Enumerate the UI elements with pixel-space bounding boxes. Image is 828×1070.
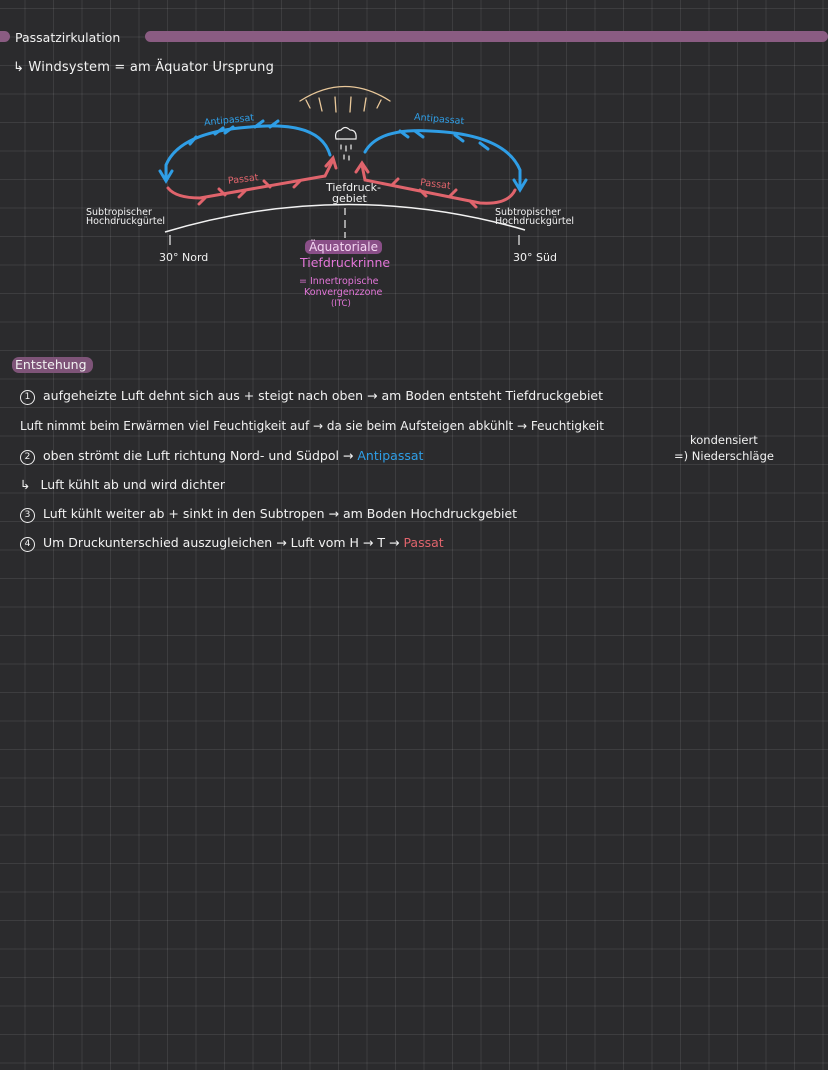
subtropisch-left-1: Subtropischer	[86, 207, 152, 218]
tiefdruck-label-1: Tiefdruck-	[326, 181, 381, 194]
step-text: Luft kühlt weiter ab + sinkt in den Subt…	[43, 506, 518, 521]
step-1: 1 aufgeheizte Luft dehnt sich aus + steig…	[20, 389, 603, 405]
sub-arrow-icon: ↳	[20, 477, 31, 492]
subtropisch-left-2: Hochdruckgürtel	[86, 216, 166, 227]
step-3: 3 Luft kühlt weiter ab + sinkt in den Sub…	[20, 507, 517, 523]
antipassat-right-arrow	[363, 129, 528, 193]
passat-left-arrow	[166, 154, 338, 206]
passat-diagram	[158, 85, 528, 245]
step-number: 4	[20, 537, 35, 552]
page-title: Passatzirkulation	[15, 30, 121, 45]
step-number: 2	[20, 450, 35, 465]
subtropisch-right-2: Hochdruckgürtel	[495, 216, 575, 227]
subtropisch-right-1: Subtropischer	[495, 207, 561, 218]
earth-surface	[164, 203, 526, 233]
itc-desc-1: = Innertropische	[299, 276, 379, 287]
step-text: aufgeheizte Luft dehnt sich aus + steigt…	[43, 388, 604, 403]
sued-label: 30° Süd	[513, 251, 557, 264]
antipassat-highlight: Antipassat	[357, 448, 424, 463]
step-4: 4 Um Druckunterschied auszugleichen → Luf…	[20, 536, 444, 552]
step-text: Luft nimmt beim Erwärmen viel Feuchtigke…	[20, 419, 604, 433]
nord-label: 30° Nord	[159, 251, 209, 264]
passat-highlight: Passat	[403, 535, 444, 550]
step-text: Um Druckunterschied auszugleichen → Luft…	[43, 535, 400, 550]
title-highlight-bar	[145, 31, 828, 42]
step-text: oben strömt die Luft richtung Nord- und …	[43, 448, 354, 463]
step-1-detail: Luft nimmt beim Erwärmen viel Feuchtigke…	[20, 419, 604, 433]
passat-right-arrow	[354, 160, 517, 209]
itc-tag: Äquatoriale	[305, 240, 382, 254]
page-subtitle: ↳ Windsystem = am Äquator Ursprung	[13, 60, 275, 75]
step-1-detail-cont: kondensiert	[690, 433, 758, 447]
itc-label: Tiefdruckrinne	[300, 255, 391, 270]
step-text: Luft kühlt ab und wird dichter	[40, 477, 226, 492]
niederschlaege-note: =) Niederschläge	[674, 449, 774, 463]
title-marker	[0, 31, 10, 42]
itc-desc-2: Konvergenzzone	[304, 287, 383, 298]
sun-icon	[299, 85, 391, 113]
step-2: 2 oben strömt die Luft richtung Nord- und…	[20, 449, 423, 465]
cloud-rain-icon	[334, 126, 357, 161]
step-number: 3	[20, 508, 35, 523]
antipassat-left-arrow	[158, 119, 332, 184]
tiefdruck-label-2: gebiet	[332, 192, 367, 205]
section-heading: Entstehung	[12, 357, 93, 373]
step-number: 1	[20, 390, 35, 405]
itc-desc-3: (ITC)	[331, 299, 351, 309]
step-2-detail: ↳ Luft kühlt ab und wird dichter	[20, 478, 225, 492]
